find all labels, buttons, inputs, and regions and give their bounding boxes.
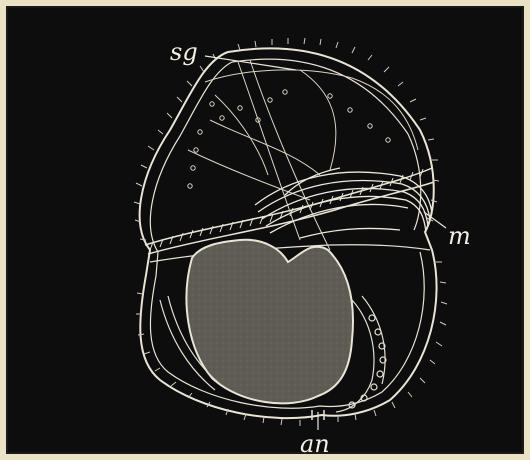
muscle-bundles	[255, 168, 432, 238]
label-an: an	[300, 430, 330, 458]
label-m: m	[448, 222, 471, 250]
label-sg: sg	[170, 38, 198, 66]
gut-mass	[186, 240, 353, 404]
